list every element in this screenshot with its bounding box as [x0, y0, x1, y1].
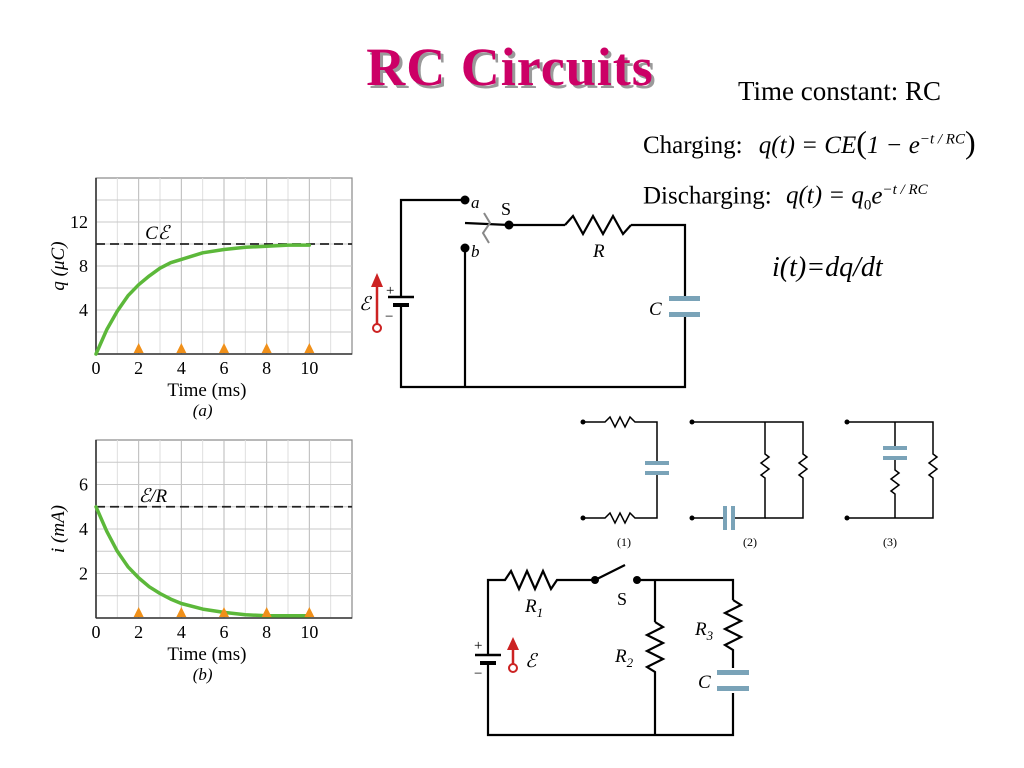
slide-title: RC Circuits [366, 37, 654, 97]
chartA-x-tick-label: 2 [134, 358, 143, 378]
label-plus: + [386, 283, 394, 299]
label-bottom-capacitor: C [698, 672, 711, 693]
label-capacitor: C [649, 299, 662, 320]
chart-b-grid [95, 439, 353, 619]
chartB-x-tick-label: 6 [220, 622, 229, 642]
charge-chart: 0 2 4 6 8 10 4 8 12 Cℰ Time (ms) q (μC) (a) [48, 177, 353, 420]
discharging-label: Discharging: [643, 182, 772, 210]
battery-icon [388, 285, 414, 307]
discharging-subscript: 0 [863, 197, 872, 214]
switch-pivot [504, 220, 514, 230]
current-chart: 0 2 4 6 8 10 2 4 6 ℰ/R Time (ms) i (mA) (b) [48, 439, 353, 684]
charging-equation: Charging: q(t) = CE(1 − e−t / RC) [643, 124, 976, 161]
chartA-y-tick-label: 12 [70, 212, 88, 232]
chartA-time-marker [219, 343, 229, 353]
option-label-3: (3) [883, 535, 897, 549]
option-label-1: (1) [617, 535, 631, 549]
chartA-x-tick-label: 0 [92, 358, 101, 378]
charging-paren-close: ) [964, 124, 976, 160]
label-bottom-minus: − [474, 666, 482, 682]
label-r3: R3 [694, 619, 714, 643]
capacitor-icon [669, 296, 700, 317]
chart-a-asymptote-label: Cℰ [145, 223, 172, 244]
chartB-y-tick-label: 2 [79, 564, 88, 584]
chart-b-markers [133, 607, 315, 617]
chart-b-asymptote-label: ℰ/R [139, 486, 168, 507]
emf-arrow-icon [371, 273, 383, 333]
terminal-a [460, 195, 470, 205]
label-switch: S [501, 199, 511, 219]
chart-b-xlabel: Time (ms) [167, 644, 246, 665]
chartB-x-tick-label: 2 [134, 622, 143, 642]
label-bottom-switch: S [617, 589, 627, 609]
chartB-y-tick-label: 6 [79, 475, 88, 495]
chartA-y-tick-label: 4 [79, 300, 88, 320]
chartA-x-tick-label: 8 [262, 358, 271, 378]
chartB-series-line [94, 505, 312, 618]
charging-paren-open: ( [856, 124, 867, 160]
bottom-switch-blade [594, 564, 626, 581]
chart-a-panel-label: (a) [193, 401, 213, 420]
chartA-x-tick-label: 10 [300, 358, 318, 378]
time-constant-text: Time constant: RC [738, 76, 942, 106]
chartB-y-tick-label: 4 [79, 519, 88, 539]
circuit-options: (1) (2) (3) [580, 415, 939, 549]
label-minus: − [385, 309, 393, 325]
chartA-y-tick-label: 8 [79, 256, 88, 276]
chartA-time-marker [261, 343, 272, 353]
chartA-time-marker [176, 343, 187, 353]
label-b: b [471, 242, 480, 261]
chartB-time-marker [176, 607, 187, 617]
label-r1: R1 [524, 596, 543, 620]
chartB-time-marker [261, 607, 272, 617]
chartB-time-marker [304, 607, 315, 617]
label-a: a [471, 193, 480, 212]
chartA-x-tick-label: 6 [220, 358, 229, 378]
switch-blade [481, 212, 492, 244]
chart-b-curve [94, 505, 312, 618]
chartB-time-marker [133, 607, 144, 617]
chart-b-panel-label: (b) [193, 665, 213, 684]
charging-exponent: −t / RC [919, 131, 965, 148]
chartB-x-tick-label: 10 [300, 622, 318, 642]
discharging-e: e [871, 182, 883, 210]
charging-lhs: q(t) = CE [758, 132, 857, 159]
chartB-x-tick-label: 0 [92, 622, 101, 642]
label-bottom-plus: + [474, 638, 482, 654]
bottom-emf-arrow-icon [507, 637, 519, 673]
chartB-time-marker [219, 607, 229, 617]
chart-b-ylabel: i (mA) [48, 505, 69, 553]
label-resistor: R [592, 241, 605, 262]
chart-a-curve [94, 243, 312, 356]
chart-a-xlabel: Time (ms) [167, 380, 246, 401]
option-capacitors [645, 446, 907, 530]
terminal-b [460, 243, 470, 253]
label-bottom-emf: ℰ [525, 651, 539, 672]
bottom-battery-icon [475, 645, 501, 668]
rc-circuit-bottom: R1 S R2 R3 C ℰ + − [474, 564, 749, 737]
chart-b-ticks: 0 2 4 6 8 10 2 4 6 [79, 475, 318, 643]
chart-a-grid [95, 177, 353, 355]
chart-a-markers [133, 343, 315, 353]
chartA-time-marker [304, 343, 315, 353]
chart-a-ticks: 0 2 4 6 8 10 4 8 12 [70, 212, 318, 378]
chart-a-ylabel: q (μC) [48, 241, 69, 290]
current-definition: i(t)=dq/dt [772, 252, 883, 283]
label-r2: R2 [614, 646, 634, 670]
chartB-x-tick-label: 4 [177, 622, 186, 642]
charging-label: Charging: [643, 132, 743, 159]
rc-circuit-main: a b S R C ℰ + − [359, 193, 700, 389]
chartB-x-tick-label: 8 [262, 622, 271, 642]
discharging-exponent: −t / RC [882, 182, 928, 198]
bottom-capacitor-icon [717, 670, 749, 691]
chartA-x-tick-label: 4 [177, 358, 186, 378]
chartA-time-marker [133, 343, 144, 353]
discharging-lhs: q(t) = q [785, 182, 864, 210]
charging-one-minus: 1 − e [866, 132, 920, 159]
chartA-series-line [94, 243, 312, 356]
discharging-equation: Discharging: q(t) = q0e−t / RC [643, 182, 928, 214]
label-emf: ℰ [359, 294, 373, 315]
option-label-2: (2) [743, 535, 757, 549]
